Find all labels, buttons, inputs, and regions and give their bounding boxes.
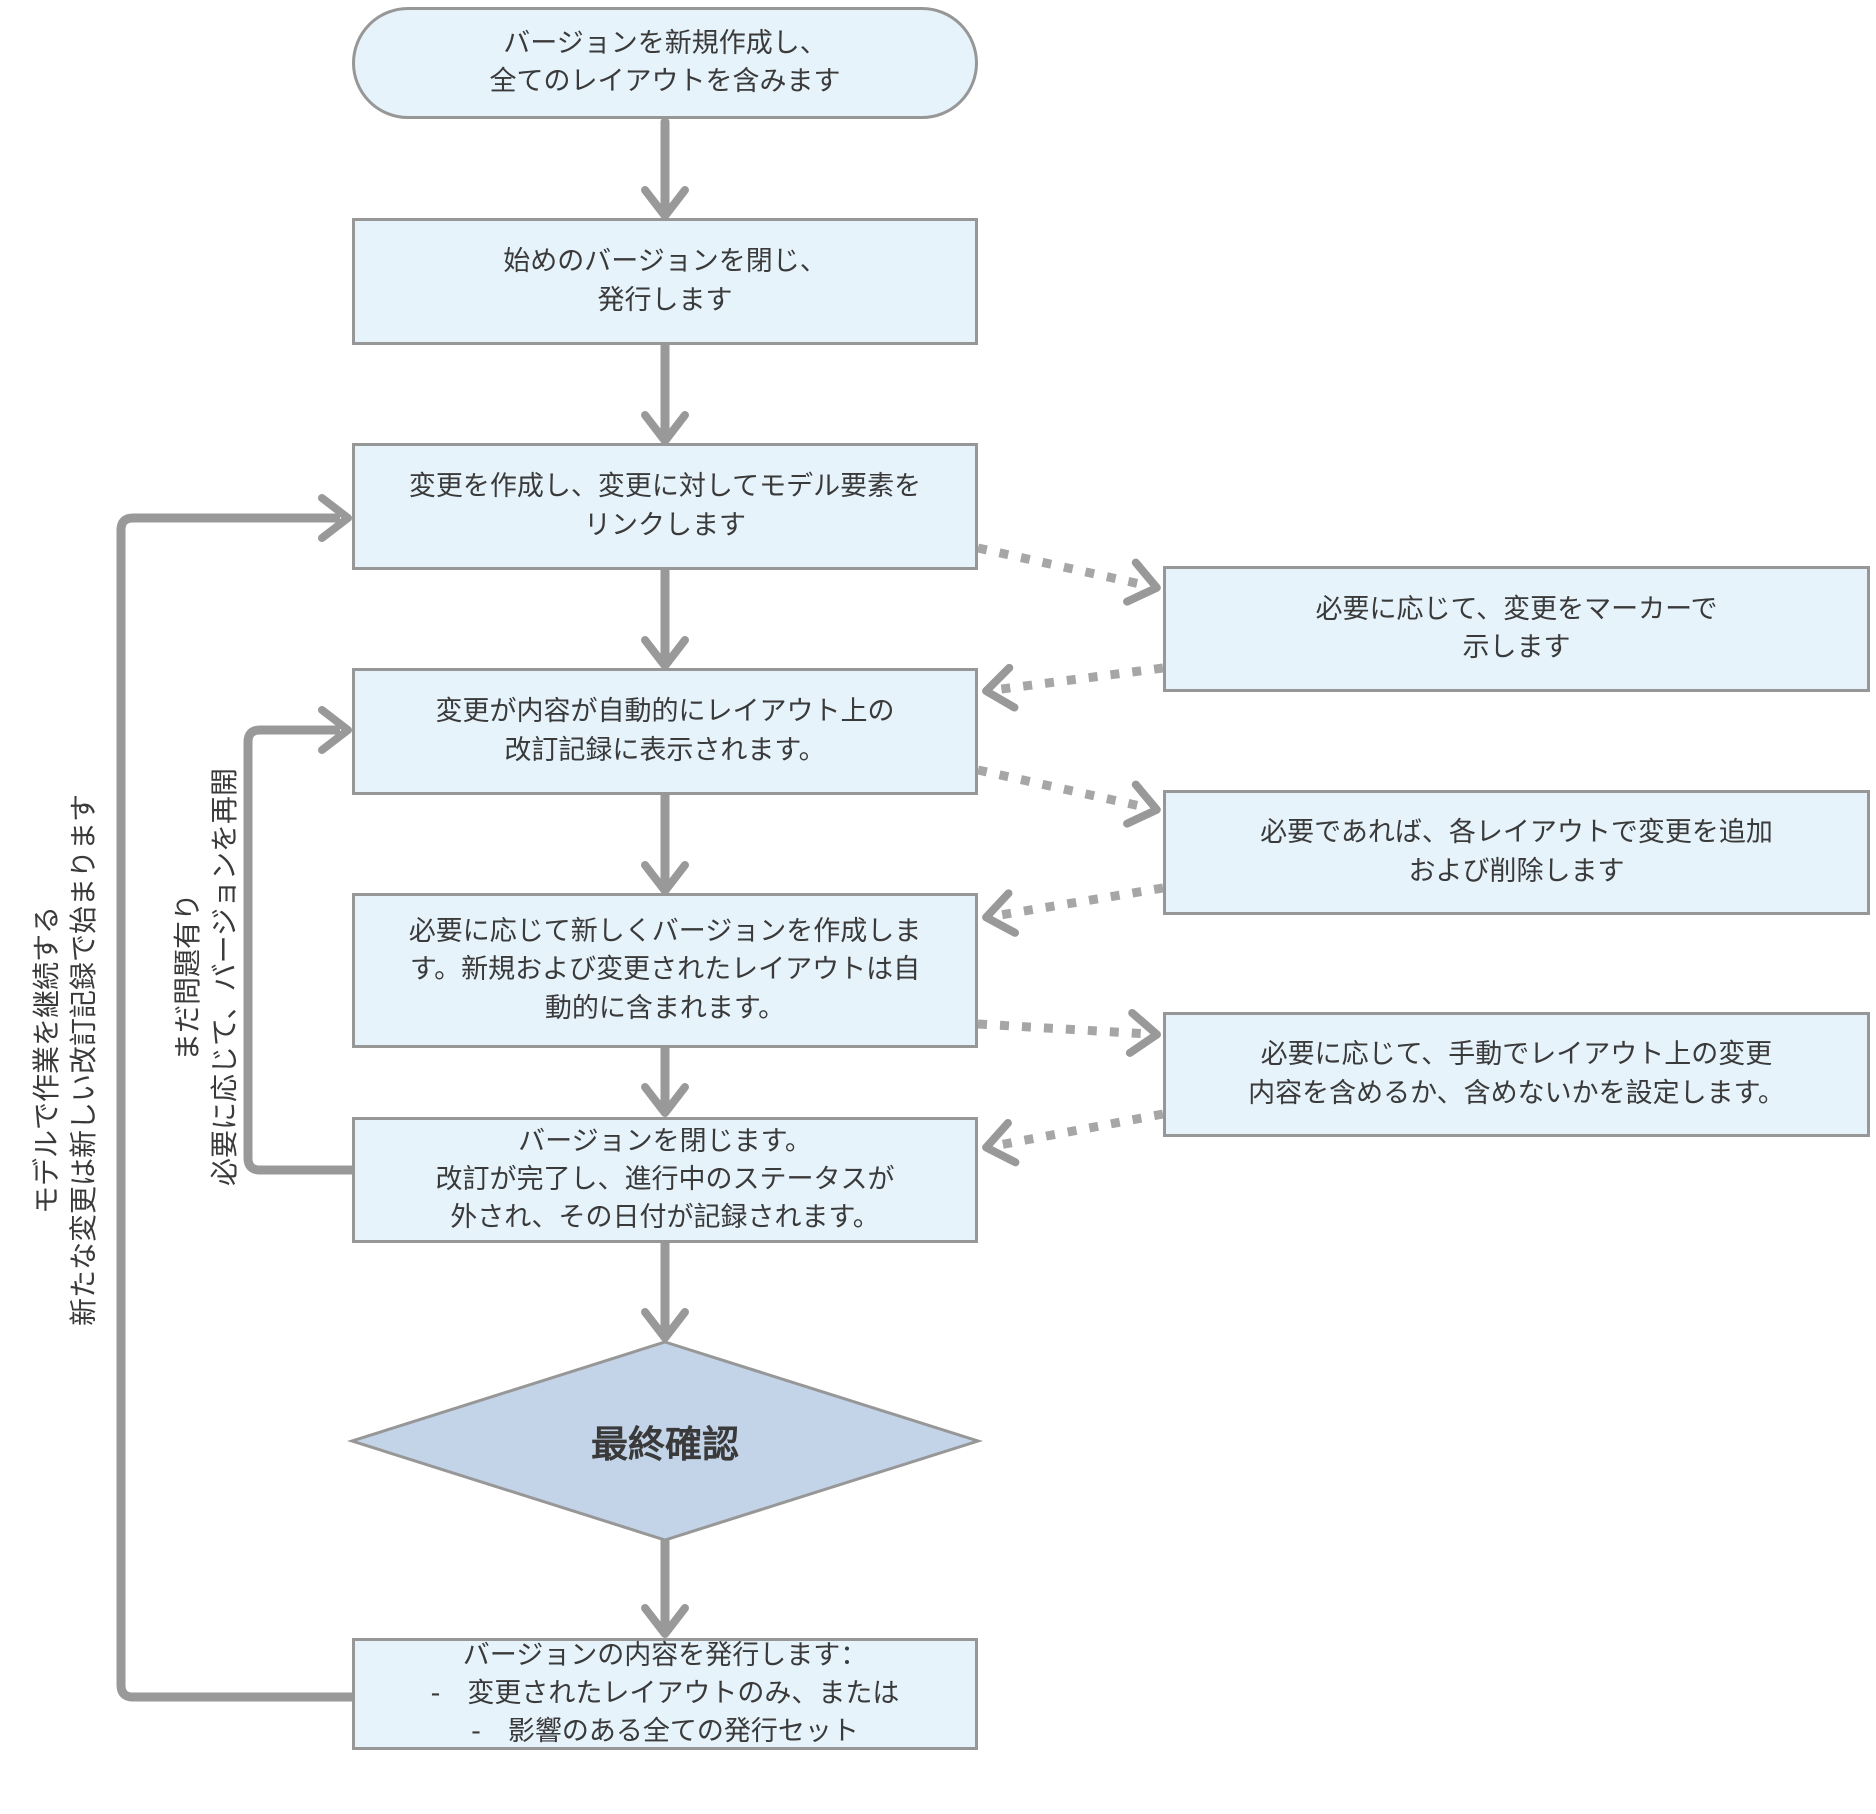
close-version-node: バージョンを閉じます。 改訂が完了し、進行中のステータスが 外され、その日付が記… (352, 1117, 978, 1243)
note-add-remove-label: 必要であれば、各レイアウトで変更を追加 および削除します (1260, 817, 1773, 887)
inner-loop-connector (243, 706, 352, 1175)
create-changes-label: 変更を作成し、変更に対してモデル要素を リンクします (408, 471, 922, 541)
create-changes-node: 変更を作成し、変更に対してモデル要素を リンクします (352, 443, 978, 570)
final-check-label-box: 最終確認 (352, 1405, 978, 1477)
inner-loop-label-text: まだ問題有り 必要に応じて、バージョンを再開 (171, 767, 241, 1187)
revision-record-label: 変更が内容が自動的にレイアウト上の 改訂記録に表示されます。 (435, 696, 895, 766)
revision-record-node: 変更が内容が自動的にレイアウト上の 改訂記録に表示されます。 (352, 668, 978, 795)
outer-loop-connector (116, 494, 352, 1702)
note-add-remove-node: 必要であれば、各レイアウトで変更を追加 および削除します (1163, 790, 1870, 915)
publish-contents-label: バージョンの内容を発行します： - 変更されたレイアウトのみ、または - 影響の… (430, 1639, 900, 1748)
note-manual-include-label: 必要に応じて、手動でレイアウト上の変更 内容を含めるか、含めないかを設定します。 (1248, 1039, 1785, 1109)
final-check-label: 最終確認 (591, 1423, 739, 1466)
outer-loop-label-text: モデルで作業を継続する 新たな変更は新しい改訂記録で始まります (30, 794, 100, 1327)
dotted-note-marker-to-revision-record (982, 663, 1164, 712)
dotted-create-changes-to-note-marker (977, 543, 1161, 606)
close-first-version-label: 始めのバージョンを閉じ、 発行します (503, 246, 827, 316)
start-node-label: バージョンを新規作成し、 全てのレイアウトを含みます (489, 27, 841, 97)
dotted-revision-record-to-note-add-remove (977, 765, 1161, 828)
final-check-diamond (347, 1340, 983, 1542)
note-marker-label: 必要に応じて、変更をマーカーで 示します (1315, 593, 1718, 663)
dotted-new-version-to-note-manual-include (977, 1008, 1161, 1057)
publish-contents-node: バージョンの内容を発行します： - 変更されたレイアウトのみ、または - 影響の… (352, 1638, 978, 1750)
dotted-note-add-remove-to-new-version (982, 883, 1164, 937)
note-marker-node: 必要に応じて、変更をマーカーで 示します (1163, 566, 1870, 692)
create-new-version-node: 必要に応じて新しくバージョンを作成しま す。新規および変更されたレイアウトは自 … (352, 893, 978, 1048)
close-version-label: バージョンを閉じます。 改訂が完了し、進行中のステータスが 外され、その日付が記… (435, 1125, 895, 1234)
dotted-note-manual-include-to-close-version (982, 1109, 1164, 1167)
create-new-version-label: 必要に応じて新しくバージョンを作成しま す。新規および変更されたレイアウトは自 … (408, 916, 922, 1024)
inner-loop-label: まだ問題有り 必要に応じて、バージョンを再開 (167, 742, 247, 1212)
note-manual-include-node: 必要に応じて、手動でレイアウト上の変更 内容を含めるか、含めないかを設定します。 (1163, 1012, 1870, 1137)
close-first-version-node: 始めのバージョンを閉じ、 発行します (352, 218, 978, 345)
outer-loop-label: モデルで作業を継続する 新たな変更は新しい改訂記録で始まります (26, 740, 106, 1380)
start-node: バージョンを新規作成し、 全てのレイアウトを含みます (352, 7, 978, 119)
